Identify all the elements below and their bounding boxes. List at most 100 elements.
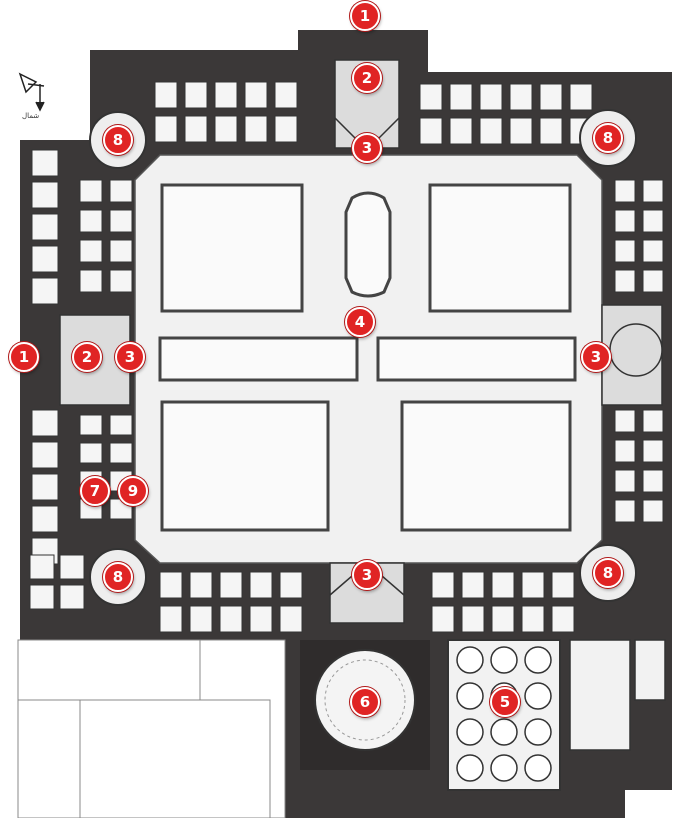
east-rooms <box>569 639 666 751</box>
east-upper-cell <box>642 209 664 233</box>
portal-east-dome <box>609 323 663 377</box>
marker-west-entrance: 1 <box>9 342 39 372</box>
south-west-cell <box>189 571 213 599</box>
south-outer-cell <box>59 584 85 610</box>
south-west-cell <box>159 571 183 599</box>
walkway-east <box>376 336 577 382</box>
north-west-cell <box>184 81 208 109</box>
north-west-cell <box>244 81 268 109</box>
south-west-cell <box>219 605 243 633</box>
marker-top-entrance: 1 <box>350 1 380 31</box>
east-upper-cell <box>614 209 636 233</box>
marker-west-vestibule: 2 <box>72 342 102 372</box>
south-east-cell <box>461 605 485 633</box>
dome-ring <box>324 659 406 741</box>
hall-column-dome <box>456 682 484 710</box>
north-label: شمال <box>22 112 40 120</box>
marker-sw-corner: 8 <box>103 562 133 592</box>
east-upper-cell <box>642 239 664 263</box>
north-east-cell <box>509 117 533 145</box>
west-lower-cell <box>79 442 103 464</box>
north-west-cell <box>154 81 178 109</box>
west-upper-cell <box>109 269 133 293</box>
hall-column-dome <box>456 646 484 674</box>
marker-south-iwan: 3 <box>352 560 382 590</box>
garden-sw <box>160 400 330 532</box>
marker-west-iwan: 3 <box>115 342 145 372</box>
marker-ne-corner: 8 <box>593 123 623 153</box>
east-room-1 <box>569 639 631 751</box>
hall-column-dome <box>524 718 552 746</box>
cell-rooms <box>29 81 664 633</box>
north-west-cell <box>214 115 238 143</box>
east-lower-cell <box>642 499 664 523</box>
south-west-cell <box>249 571 273 599</box>
marker-east-iwan: 3 <box>581 342 611 372</box>
hall-column-dome <box>456 718 484 746</box>
south-east-cell <box>491 605 515 633</box>
marker-dome-chamber: 6 <box>350 687 380 717</box>
east-lower-cell <box>614 469 636 493</box>
south-east-cell <box>521 605 545 633</box>
courtyard-gardens <box>158 183 577 532</box>
west-outer-lower-cell <box>31 409 59 437</box>
north-east-cell <box>449 83 473 111</box>
north-east-cell <box>419 83 443 111</box>
west-upper-cell <box>109 179 133 203</box>
north-east-cell <box>539 83 563 111</box>
west-outer-lower-cell <box>31 505 59 533</box>
hall-column-dome <box>490 718 518 746</box>
north-east-cell <box>449 117 473 145</box>
garden-se <box>400 400 572 532</box>
north-west-cell <box>274 81 298 109</box>
north-east-cell <box>509 83 533 111</box>
south-east-cell <box>521 571 545 599</box>
north-west-cell <box>244 115 268 143</box>
central-pool <box>344 191 392 298</box>
south-east-cell <box>431 571 455 599</box>
east-lower-cell <box>614 409 636 433</box>
west-upper-cell <box>109 209 133 233</box>
east-room-2 <box>634 639 666 701</box>
west-lower-cell <box>109 442 133 464</box>
east-lower-cell <box>642 409 664 433</box>
west-lower-cell <box>109 414 133 436</box>
south-west-cell <box>279 605 303 633</box>
south-west-cell <box>189 605 213 633</box>
garden-nw <box>160 183 304 313</box>
marker-se-corner: 8 <box>593 558 623 588</box>
west-outer-lower-cell <box>31 473 59 501</box>
north-west-cell <box>274 115 298 143</box>
west-outer-cell <box>31 213 59 241</box>
north-east-cell <box>479 83 503 111</box>
west-outer-cell <box>31 245 59 273</box>
south-east-cell <box>431 605 455 633</box>
north-arrow-icon <box>18 72 45 112</box>
hall-column-dome <box>490 646 518 674</box>
hall-column-dome <box>490 754 518 782</box>
east-lower-cell <box>642 469 664 493</box>
south-east-cell <box>491 571 515 599</box>
east-upper-cell <box>642 179 664 203</box>
east-lower-cell <box>642 439 664 463</box>
south-west-cell <box>249 605 273 633</box>
walkway-west <box>158 336 359 382</box>
south-west-cell <box>279 571 303 599</box>
west-outer-cell <box>31 149 59 177</box>
south-west-cell <box>159 605 183 633</box>
west-lower-cell <box>79 414 103 436</box>
garden-ne <box>428 183 572 313</box>
marker-nw-corner: 8 <box>103 125 133 155</box>
west-outer-cell <box>31 277 59 305</box>
south-east-cell <box>551 605 575 633</box>
marker-top-vestibule: 2 <box>352 63 382 93</box>
marker-west-room-7: 7 <box>80 476 110 506</box>
west-upper-cell <box>79 209 103 233</box>
south-outer-cell <box>59 554 85 580</box>
south-east-cell <box>551 571 575 599</box>
north-west-cell <box>184 115 208 143</box>
lower-yard <box>17 639 286 819</box>
hall-column-dome <box>524 682 552 710</box>
